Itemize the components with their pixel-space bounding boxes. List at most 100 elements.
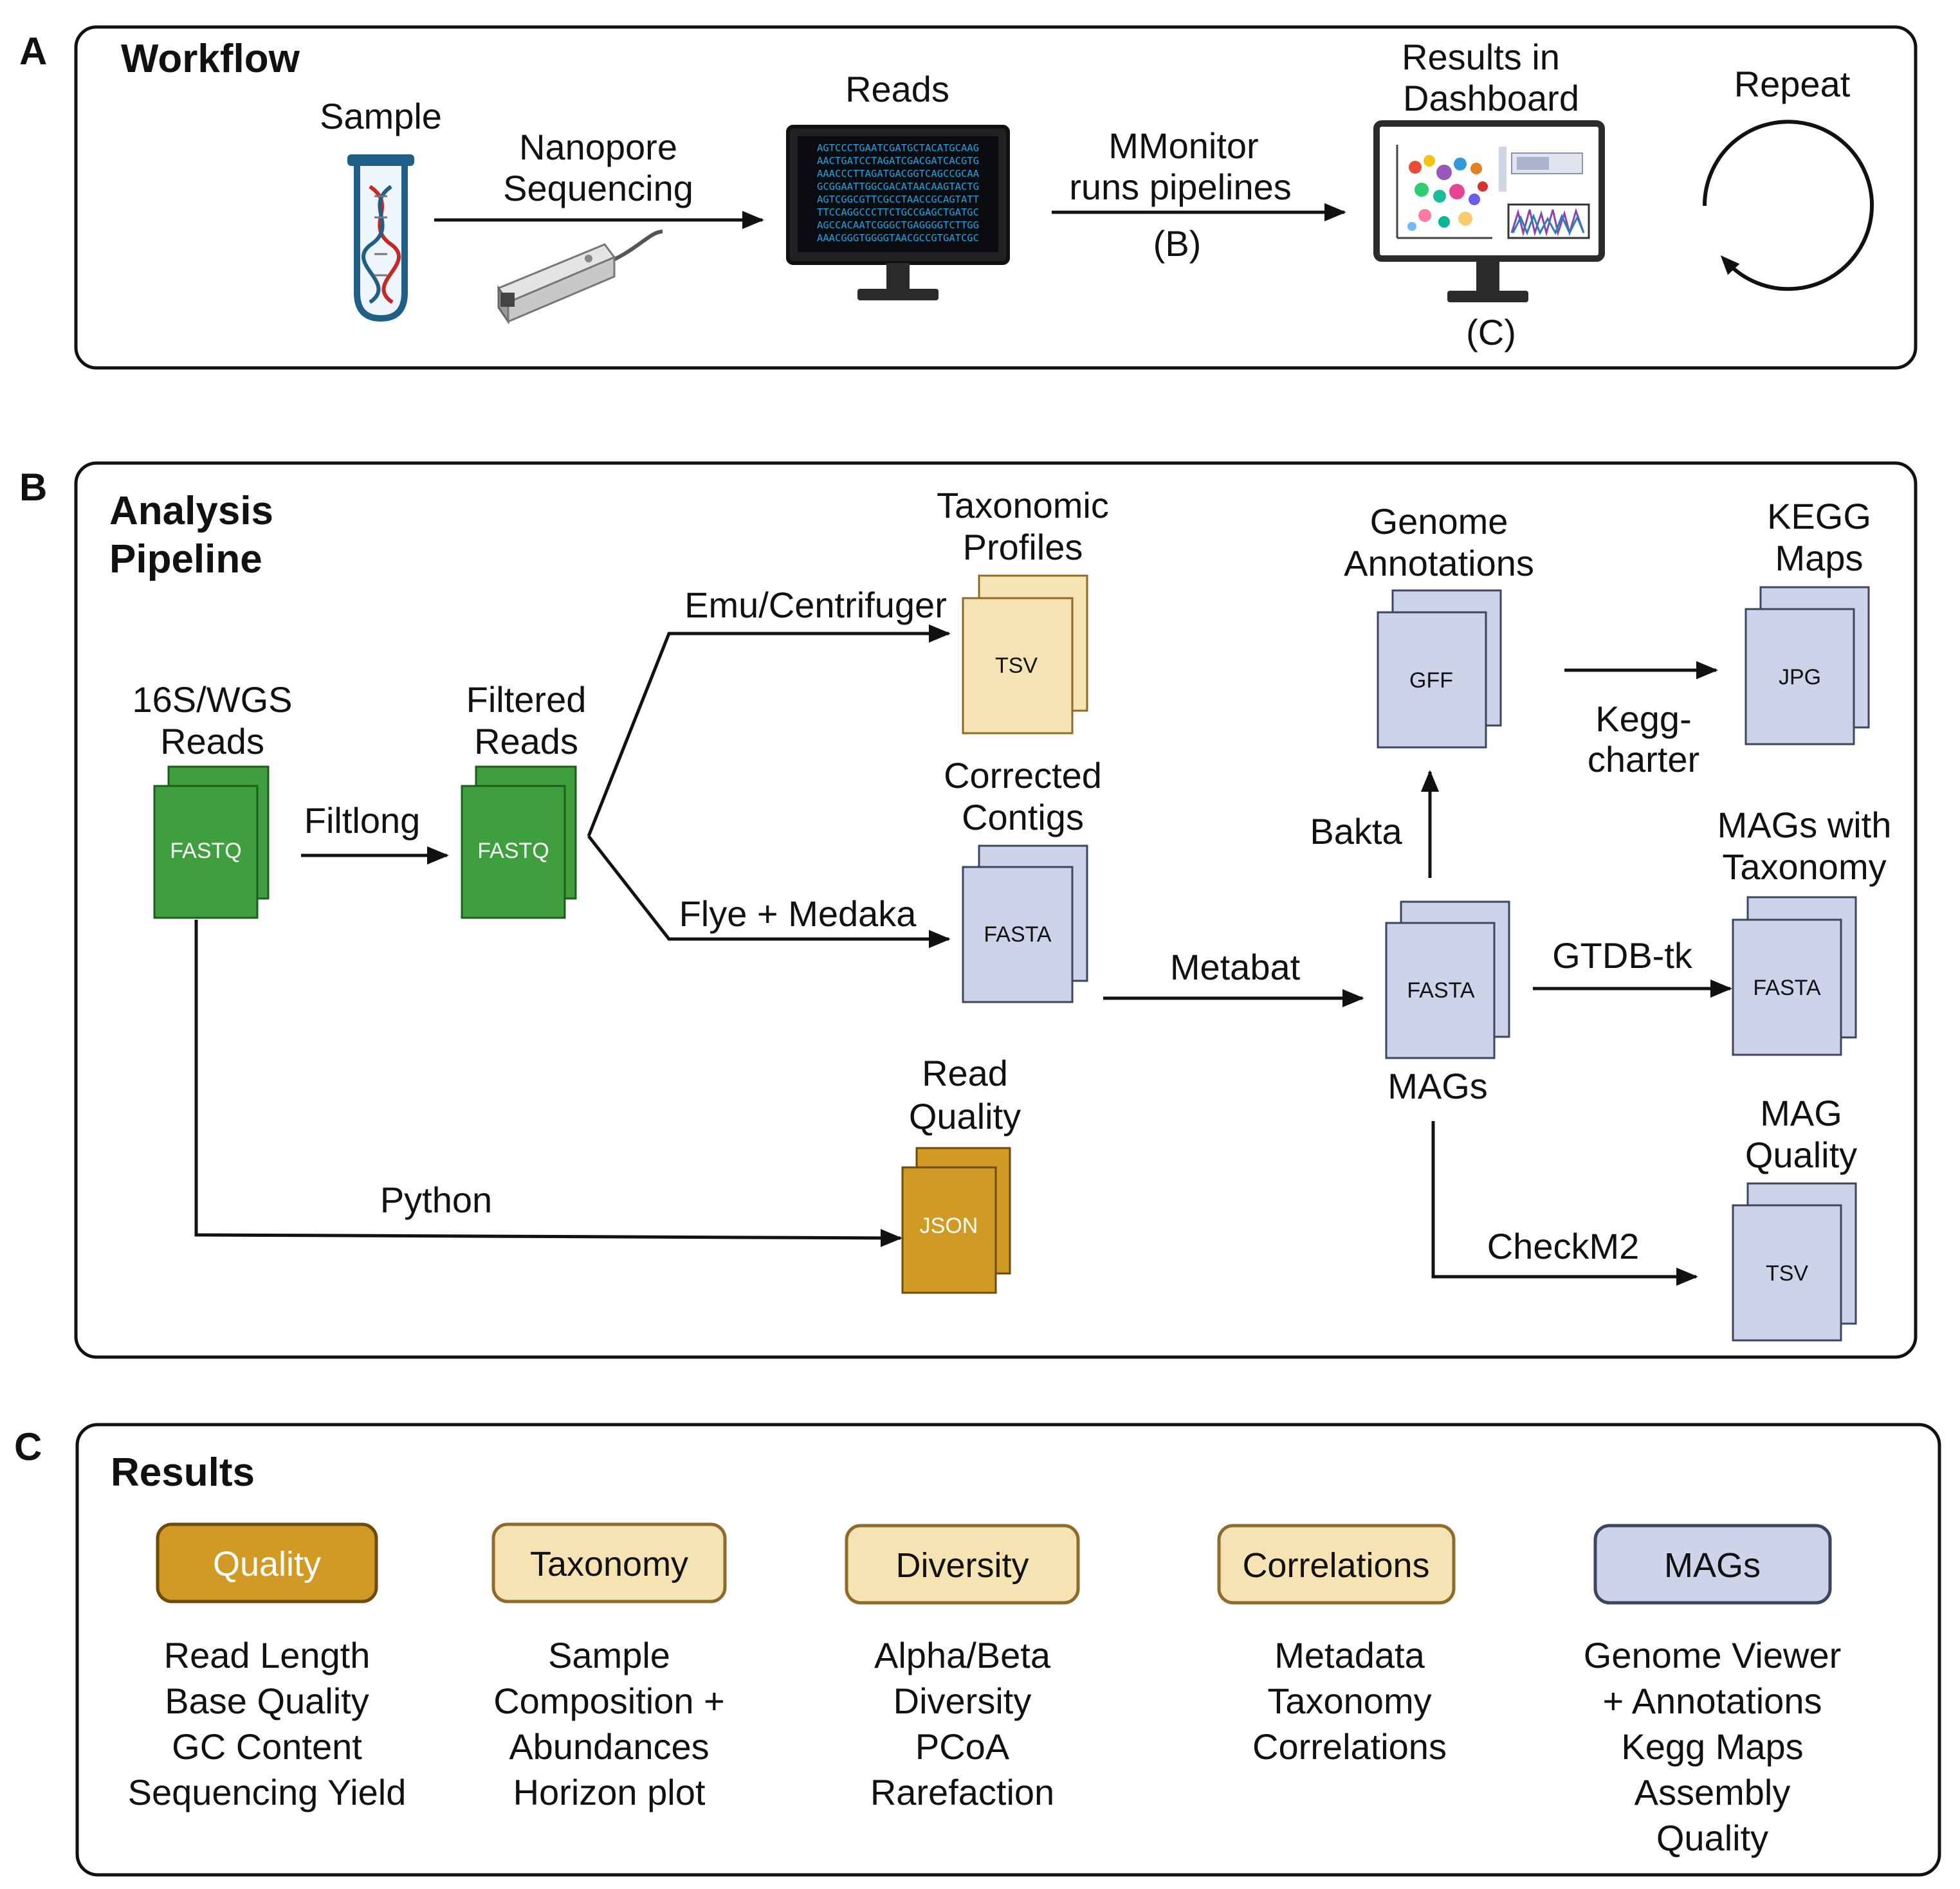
panel-a: A Workflow Sample Nanopore Sequencing — [19, 25, 1918, 370]
contigs-fasta-document: FASTA — [962, 844, 1088, 1003]
category-diversity-label: Diversity — [895, 1546, 1029, 1585]
panel-a-letter: A — [19, 30, 47, 73]
contigs-label-2: Contigs — [962, 797, 1084, 837]
dashboard-monitor-icon — [1373, 120, 1605, 302]
repeat-cycle-icon — [1702, 120, 1874, 291]
mag-quality-tsv-document: TSV — [1732, 1182, 1857, 1342]
read-seq-1: AGTCCCTGAATCGATGCTACATGCAAG — [817, 142, 979, 154]
keggcharter-label-2: charter — [1588, 739, 1699, 780]
panel-c: C Results Quality Read Length Base Quali… — [14, 1423, 1941, 1877]
repeat-label: Repeat — [1734, 64, 1851, 104]
reads-monitor-icon — [786, 125, 1010, 300]
mags-item-4: Assembly — [1635, 1772, 1791, 1812]
taxonomy-item-1: Sample — [548, 1635, 670, 1675]
mags-fasta-document: FASTA — [1385, 900, 1510, 1059]
diversity-item-4: Rarefaction — [870, 1772, 1054, 1812]
ref-b-label: (B) — [1153, 223, 1202, 264]
read-seq-8: AAACGGGTGGGGTAACGCCGTGATCGC — [817, 232, 979, 244]
raw-fastq-label: FASTQ — [170, 839, 241, 863]
taxprof-label-2: Profiles — [963, 527, 1083, 567]
read-quality-label-2: Quality — [909, 1096, 1021, 1136]
kegg-jpg-label: JPG — [1779, 665, 1821, 689]
mags-fasta-label: FASTA — [1407, 978, 1474, 1003]
contigs-fasta-label: FASTA — [984, 922, 1051, 947]
category-taxonomy-label: Taxonomy — [530, 1545, 688, 1583]
sequencer-device-icon — [497, 230, 663, 325]
results-label-1: Results in — [1402, 37, 1560, 77]
emu-label: Emu/Centrifuger — [684, 585, 947, 625]
mags-tax-label-1: MAGs with — [1717, 805, 1892, 845]
read-seq-2: AACTGATCCTAGATCGACGATCACGTG — [817, 155, 979, 167]
category-quality-box — [156, 1522, 378, 1603]
diversity-item-3: PCoA — [915, 1726, 1010, 1767]
panel-a-frame — [74, 25, 1918, 370]
filtered-fastq-document: FASTQ — [461, 765, 577, 919]
annotation-gff-label: GFF — [1409, 668, 1453, 693]
raw-fastq-document: FASTQ — [153, 765, 270, 919]
filtered-label-2: Reads — [474, 721, 578, 762]
correlations-item-2: Taxonomy — [1267, 1681, 1431, 1721]
results-label-2: Dashboard — [1403, 78, 1579, 118]
sample-label: Sample — [320, 96, 442, 136]
diversity-item-2: Diversity — [893, 1681, 1032, 1721]
raw-reads-label-2: Reads — [160, 721, 264, 762]
correlations-item-1: Metadata — [1274, 1635, 1425, 1675]
mmonitor-label-2: runs pipelines — [1069, 167, 1292, 207]
panel-b-frame — [74, 461, 1918, 1359]
category-correlations-label: Correlations — [1242, 1546, 1429, 1585]
raw-reads-label-1: 16S/WGS — [133, 679, 293, 720]
diversity-item-1: Alpha/Beta — [874, 1635, 1051, 1675]
panel-b-title-2: Pipeline — [109, 537, 262, 581]
annotation-gff-document: GFF — [1377, 589, 1502, 749]
mags-item-3: Kegg Maps — [1621, 1726, 1803, 1767]
category-taxonomy-box — [491, 1522, 727, 1603]
read-seq-6: TTCCAGGCCCTTCTGCCGAGCTGATGC — [817, 206, 979, 218]
read-seq-7: AGCCACAATCGGGCTGAGGGGTCTTGG — [817, 219, 979, 231]
filtered-label-1: Filtered — [466, 679, 587, 720]
mags-item-2: + Annotations — [1603, 1681, 1822, 1721]
panel-c-letter: C — [14, 1425, 42, 1468]
taxonomic-tsv-label: TSV — [995, 653, 1038, 678]
taxonomy-item-2: Composition + — [493, 1681, 725, 1721]
kegg-jpg-document: JPG — [1745, 586, 1870, 745]
reads-label: Reads — [845, 69, 949, 109]
panel-b-letter: B — [19, 466, 47, 509]
arrow-flye — [587, 835, 951, 949]
read-seq-5: AGTCGGCGTTCGCCTAACCGCAGTATT — [817, 194, 979, 205]
filtlong-label: Filtlong — [304, 800, 421, 841]
correlations-item-3: Correlations — [1252, 1726, 1447, 1767]
mag-quality-label-1: MAG — [1760, 1093, 1842, 1133]
gtdb-label: GTDB-tk — [1552, 935, 1693, 976]
nanopore-label-1: Nanopore — [519, 127, 677, 167]
taxonomic-tsv-document: TSV — [962, 574, 1088, 735]
mags-label: MAGs — [1388, 1066, 1488, 1106]
mags-item-5: Quality — [1656, 1818, 1768, 1858]
read-quality-json-label: JSON — [920, 1214, 978, 1238]
kegg-label-1: KEGG — [1767, 496, 1871, 536]
test-tube-icon — [347, 154, 414, 322]
category-quality-label: Quality — [213, 1545, 321, 1583]
nanopore-label-2: Sequencing — [503, 168, 693, 208]
mags-tax-fasta-label: FASTA — [1753, 976, 1820, 1000]
taxonomy-item-3: Abundances — [509, 1726, 709, 1767]
kegg-label-2: Maps — [1775, 538, 1864, 578]
quality-item-3: GC Content — [172, 1726, 362, 1767]
read-seq-4: GCGGAATTGGCGACATAACAAGTACTG — [817, 181, 979, 192]
filtered-fastq-label: FASTQ — [477, 839, 549, 863]
mag-quality-label-2: Quality — [1745, 1135, 1857, 1175]
bakta-label: Bakta — [1310, 811, 1402, 852]
checkm-label: CheckM2 — [1487, 1226, 1640, 1266]
genome-ann-label-1: Genome — [1370, 501, 1508, 542]
quality-item-1: Read Length — [164, 1635, 371, 1675]
panel-a-title: Workflow — [121, 37, 300, 81]
quality-item-2: Base Quality — [165, 1681, 369, 1721]
panel-b-title-1: Analysis — [109, 489, 273, 533]
read-quality-json-document: JSON — [901, 1147, 1011, 1294]
panel-c-frame — [75, 1423, 1941, 1877]
category-mags-box — [1593, 1524, 1832, 1605]
flye-label: Flye + Medaka — [679, 893, 917, 934]
ref-c-label: (C) — [1466, 312, 1516, 352]
read-quality-label-1: Read — [922, 1053, 1008, 1093]
python-label: Python — [380, 1180, 492, 1220]
